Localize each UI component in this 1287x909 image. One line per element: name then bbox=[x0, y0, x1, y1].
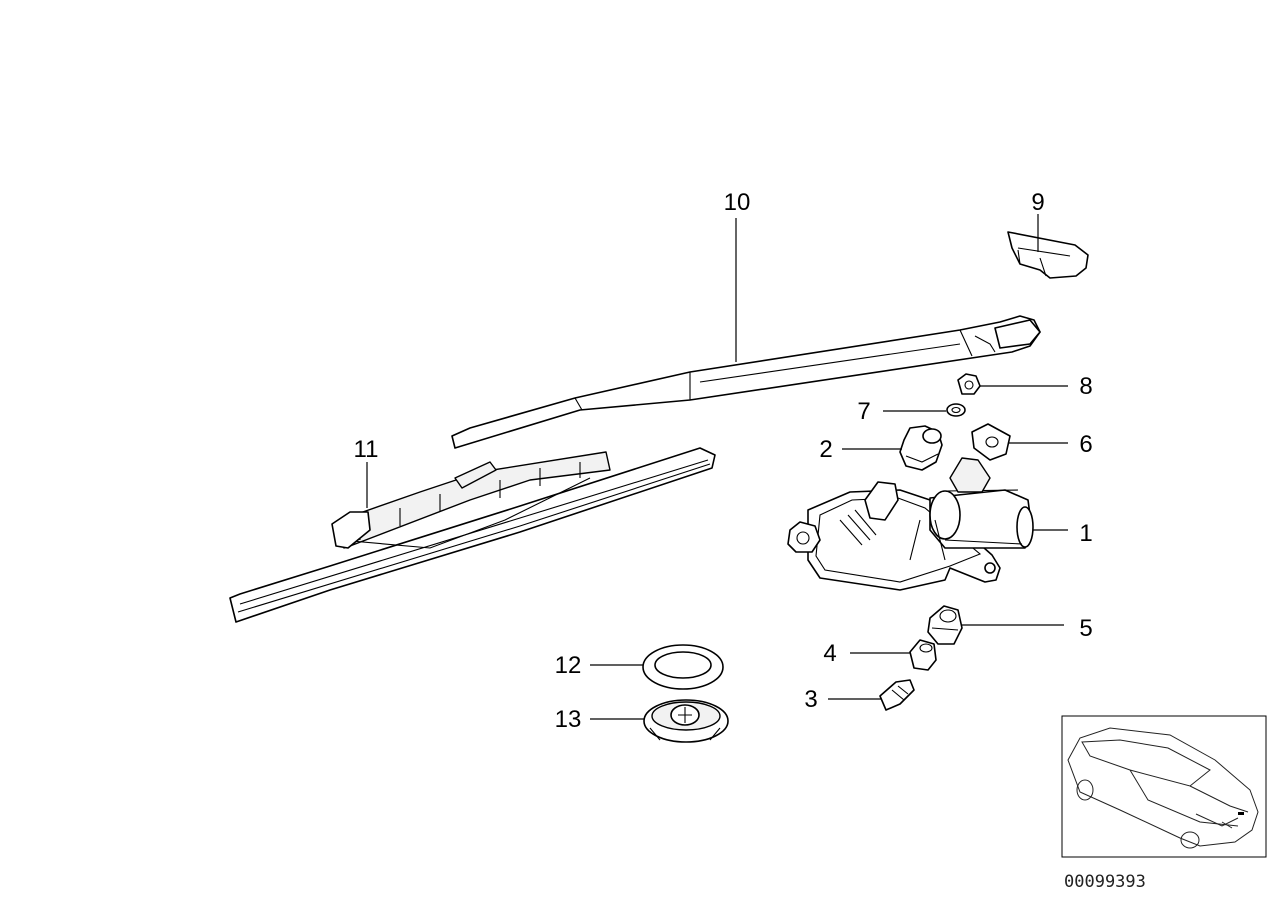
vehicle-thumbnail bbox=[1061, 715, 1267, 858]
arm-cap-part bbox=[1007, 231, 1089, 279]
seal-ring-part bbox=[642, 644, 724, 690]
grommet-part bbox=[899, 425, 943, 471]
car-sketch bbox=[1067, 727, 1259, 849]
callout-6: 6 bbox=[1079, 431, 1092, 458]
callout-11: 11 bbox=[354, 436, 379, 463]
cover-cap-part bbox=[643, 699, 729, 743]
spacer-sleeve-part bbox=[909, 639, 937, 671]
callout-10: 10 bbox=[724, 189, 751, 216]
image-code: 00099393 bbox=[1064, 872, 1146, 892]
washer-part bbox=[946, 403, 966, 417]
callout-13: 13 bbox=[555, 706, 582, 733]
clip-nut-part bbox=[971, 423, 1011, 461]
wiper-arm-part bbox=[451, 315, 1041, 449]
callout-8: 8 bbox=[1079, 373, 1092, 400]
callout-3: 3 bbox=[804, 686, 817, 713]
nut-part bbox=[957, 373, 981, 395]
callout-9: 9 bbox=[1031, 189, 1044, 216]
callout-1: 1 bbox=[1079, 520, 1092, 547]
wiper-blade-part bbox=[229, 447, 716, 623]
rubber-mount-part bbox=[927, 605, 963, 645]
bolt-part bbox=[879, 679, 915, 711]
callout-7: 7 bbox=[857, 398, 870, 425]
leader-lines bbox=[366, 214, 1068, 720]
wiper-motor-part bbox=[787, 457, 1034, 591]
callout-4: 4 bbox=[823, 640, 836, 667]
callout-labels: 10 9 8 7 2 6 11 1 5 4 12 3 13 bbox=[354, 189, 1093, 733]
callout-2: 2 bbox=[819, 436, 832, 463]
callout-5: 5 bbox=[1079, 615, 1092, 642]
callout-12: 12 bbox=[555, 652, 582, 679]
